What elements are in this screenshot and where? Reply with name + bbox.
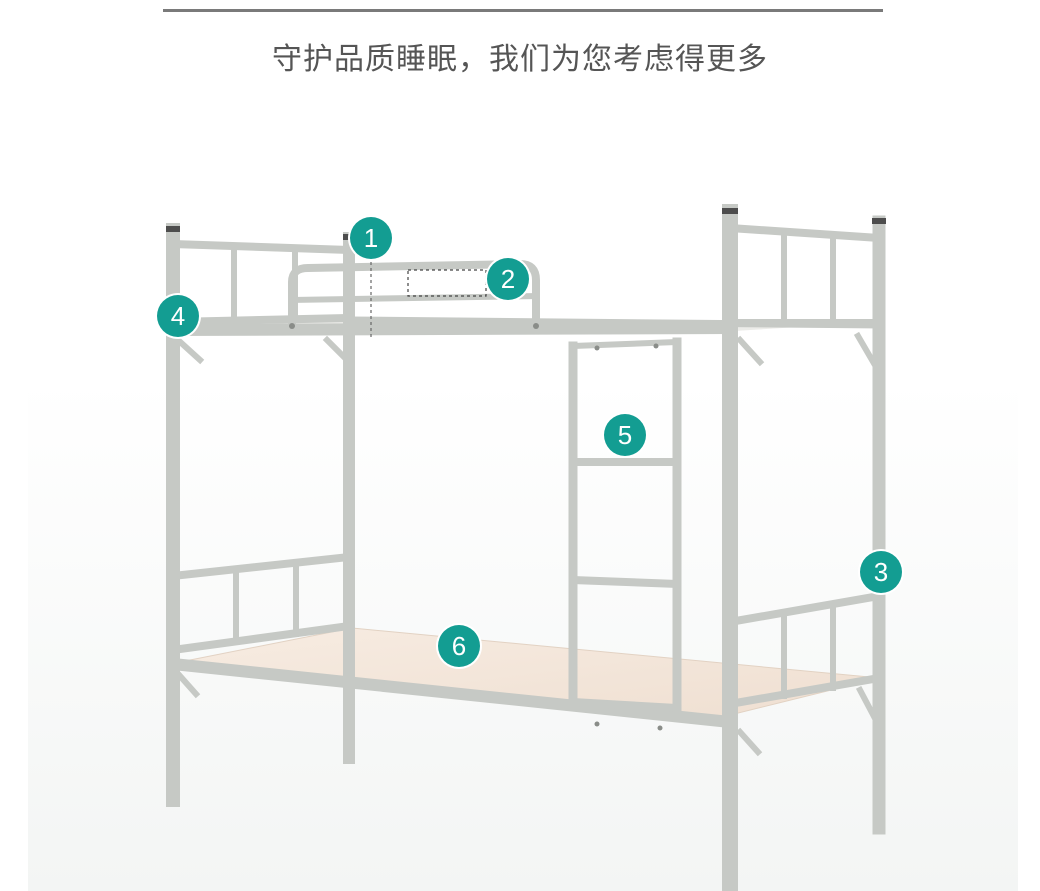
lower-side-rail-front <box>166 657 737 729</box>
foot-lower-rail-top <box>725 591 884 627</box>
marker-5: 5 <box>604 414 646 456</box>
upper-side-rail-front <box>166 321 737 337</box>
bolts <box>289 323 663 731</box>
post-caps <box>166 208 886 240</box>
marker-3: 3 <box>860 551 902 593</box>
marker-1: 1 <box>350 217 392 259</box>
bed-frame <box>166 204 886 891</box>
marker-6: 6 <box>438 625 480 667</box>
photo-backdrop <box>28 380 1018 891</box>
head-lower-rail-top <box>168 552 354 581</box>
marker-2: 2 <box>487 258 529 300</box>
ladder <box>568 337 682 719</box>
head-upper-rail-top <box>168 239 354 255</box>
guardrail-joint-highlight <box>407 269 487 297</box>
marker-4: 4 <box>157 295 199 337</box>
headline: 守护品质睡眠，我们为您考虑得更多 <box>272 42 768 77</box>
guardrail <box>288 259 540 332</box>
foot-upper-rail-top <box>725 223 884 243</box>
top-divider <box>163 9 883 12</box>
head-upper-rail-bottom <box>168 313 354 327</box>
